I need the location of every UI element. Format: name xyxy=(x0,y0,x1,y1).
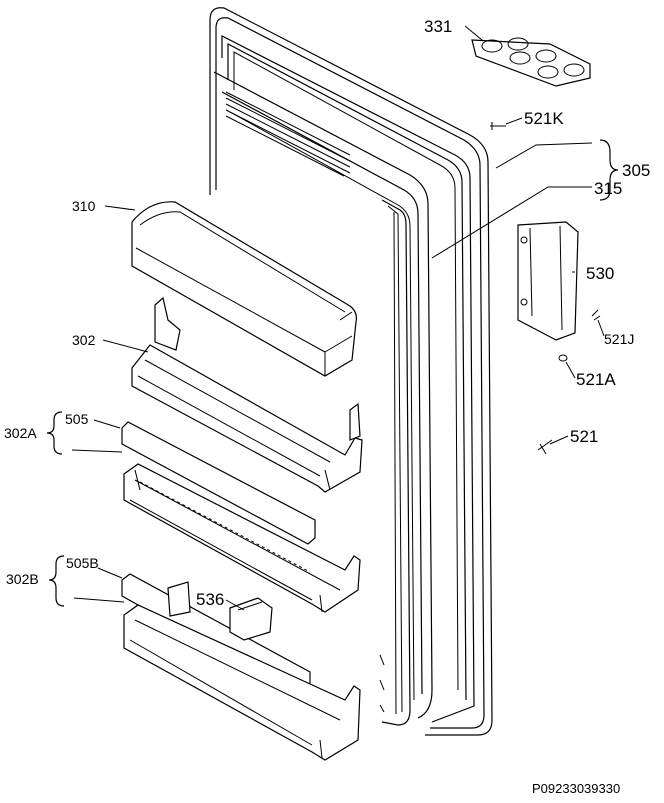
upper-door-shelf xyxy=(131,296,363,493)
brace-305 xyxy=(599,139,619,201)
label-521a: 521A xyxy=(576,370,616,389)
brace-302b xyxy=(48,555,65,607)
label-302b: 302B xyxy=(6,571,39,587)
hinge-bracket xyxy=(517,221,579,341)
screw-521 xyxy=(537,439,553,455)
vent-louvers xyxy=(225,91,351,177)
egg-tray xyxy=(471,37,591,87)
leader-lines xyxy=(71,25,605,611)
label-302: 302 xyxy=(72,332,96,348)
door-gasket xyxy=(213,71,433,726)
brace-302a xyxy=(46,411,63,455)
label-536: 536 xyxy=(196,590,224,609)
label-302a: 302A xyxy=(4,425,37,441)
screw-521j xyxy=(591,309,601,321)
label-530: 530 xyxy=(586,264,614,283)
label-521: 521 xyxy=(570,427,598,446)
dairy-compartment-cover xyxy=(131,201,357,377)
label-315: 315 xyxy=(594,179,622,198)
screw-521k xyxy=(490,122,506,130)
diagram-code: P09233039330 xyxy=(532,781,620,796)
label-305: 305 xyxy=(622,161,650,180)
label-505: 505 xyxy=(65,411,89,427)
door-frame xyxy=(209,7,493,736)
middle-door-shelf xyxy=(121,421,361,613)
label-331: 331 xyxy=(424,17,452,36)
label-521k: 521K xyxy=(524,109,564,128)
screw-521a xyxy=(558,354,568,362)
label-505b: 505B xyxy=(66,555,99,571)
label-310: 310 xyxy=(72,198,96,214)
label-521j: 521J xyxy=(604,331,634,347)
